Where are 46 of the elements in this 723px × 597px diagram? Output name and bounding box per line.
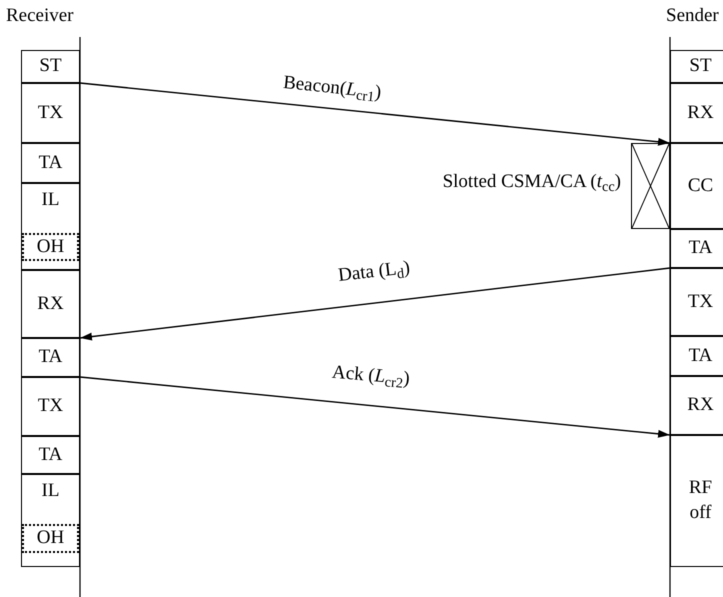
participant-title: Sender	[666, 6, 719, 25]
message-arrow	[80, 82, 670, 146]
state-label: RX	[686, 100, 715, 125]
state-box	[670, 83, 723, 143]
state-label: TX	[686, 290, 714, 314]
edge-label: Beacon(L$_{cr1}$)	[282, 72, 382, 102]
state-label: TA	[38, 345, 62, 370]
state-box	[21, 50, 80, 83]
dotted-box	[22, 524, 79, 553]
state-box	[21, 83, 80, 143]
state-box	[21, 143, 80, 183]
state-label: TA	[38, 442, 62, 467]
state-box	[670, 229, 723, 268]
participant-title: Receiver	[6, 6, 74, 25]
edge-label: Ack (L$_{cr2}$)	[331, 362, 411, 388]
state-label: TA	[38, 150, 62, 175]
phase-label: Slotted CSMA/CA (t$_{cc}$)	[442, 170, 621, 196]
state-box	[670, 50, 723, 83]
state-box	[670, 143, 723, 229]
message-arrow	[80, 376, 670, 438]
state-label: TX	[38, 100, 64, 125]
state-label: TA	[688, 344, 714, 368]
state-label: RX	[37, 292, 64, 316]
state-label: TA	[688, 236, 714, 260]
state-label: IL	[42, 479, 60, 503]
state-box	[21, 474, 80, 567]
state-label: RX	[686, 393, 715, 418]
dotted-box	[22, 233, 79, 261]
state-box	[21, 338, 80, 377]
state-box	[21, 183, 80, 270]
state-box	[670, 435, 723, 567]
state-label: ST	[688, 54, 713, 78]
state-box	[21, 377, 80, 436]
state-box	[670, 336, 723, 376]
message-arrow	[80, 267, 670, 341]
state-label: OH	[36, 526, 64, 550]
state-label: RF off	[688, 476, 714, 525]
state-label: OH	[36, 234, 64, 259]
state-box	[670, 268, 723, 336]
state-label: TX	[38, 394, 64, 418]
state-label: ST	[39, 54, 62, 78]
state-box	[21, 270, 80, 338]
state-label: IL	[42, 188, 60, 212]
state-box	[670, 376, 723, 435]
state-label: CC	[686, 174, 714, 198]
state-box	[21, 436, 80, 474]
